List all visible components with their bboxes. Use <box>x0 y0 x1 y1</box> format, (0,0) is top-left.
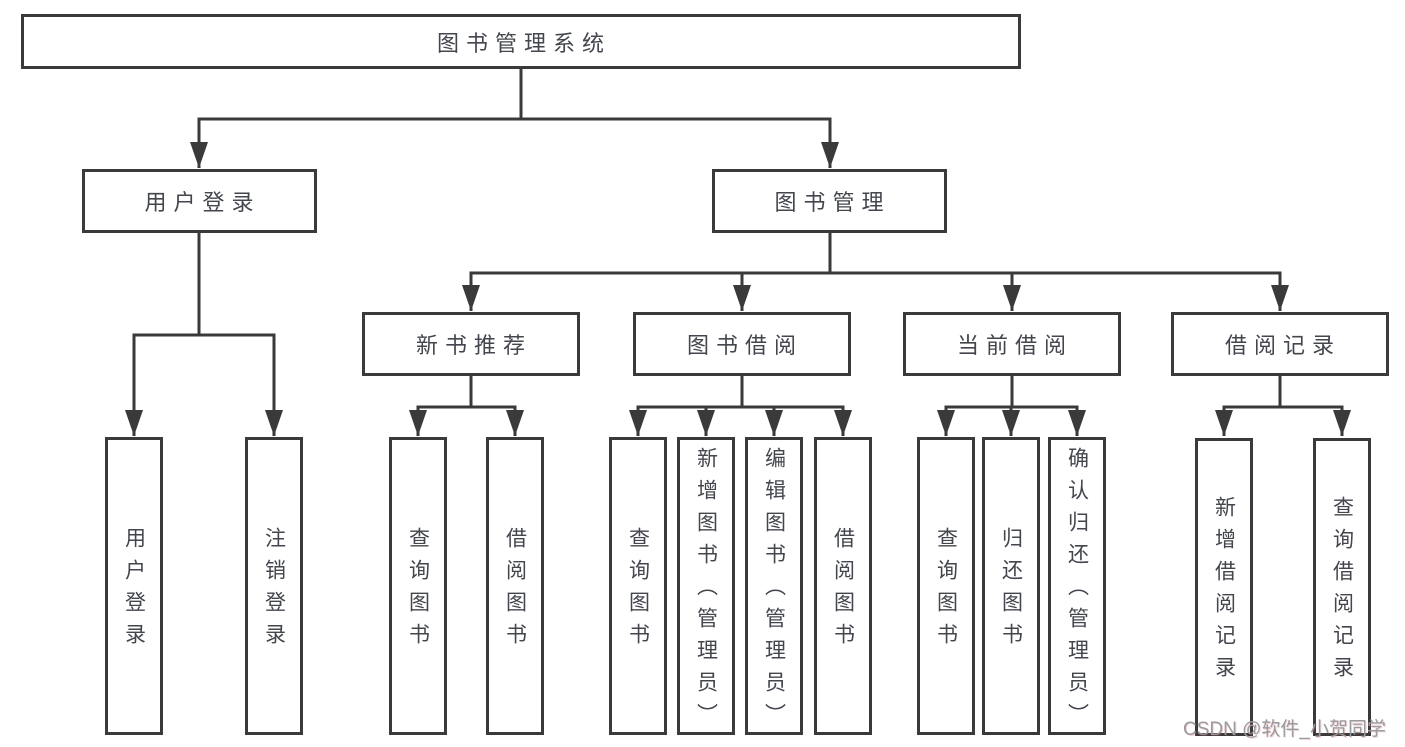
leaf-query-borrow-record: 查询借阅记录 <box>1313 438 1371 736</box>
node-borrowing-records: 借阅记录 <box>1171 312 1389 376</box>
node-book-borrowing-label: 图书借阅 <box>686 333 803 358</box>
node-library-system-label: 图书管理系统 <box>436 30 611 56</box>
node-new-book-recommend-label: 新书推荐 <box>415 333 532 358</box>
leaf-add-books-admin-label: 新增图书（管理员） <box>694 447 718 735</box>
leaf-user-login-label: 用户登录 <box>122 527 146 655</box>
node-library-system: 图书管理系统 <box>21 14 1021 69</box>
leaf-borrow-books-2: 借阅图书 <box>814 437 872 735</box>
csdn-watermark: CSDN @软件_小贺同学 <box>1183 719 1386 740</box>
leaf-query-borrow-record-label: 查询借阅记录 <box>1330 496 1354 688</box>
leaf-user-login: 用户登录 <box>105 437 163 735</box>
leaf-confirm-return-admin-label: 确认归还（管理员） <box>1065 447 1089 735</box>
node-book-borrowing: 图书借阅 <box>633 312 851 376</box>
leaf-confirm-return-admin: 确认归还（管理员） <box>1048 437 1106 735</box>
leaf-add-books-admin: 新增图书（管理员） <box>677 437 735 735</box>
leaf-add-borrow-record-label: 新增借阅记录 <box>1212 496 1236 688</box>
leaf-borrow-books-1-label: 借阅图书 <box>503 527 527 655</box>
leaf-edit-books-admin: 编辑图书（管理员） <box>745 437 803 735</box>
leaf-query-books-2: 查询图书 <box>609 437 667 735</box>
node-user-login: 用户登录 <box>82 169 317 233</box>
leaf-query-books-1: 查询图书 <box>389 437 447 735</box>
leaf-query-books-3: 查询图书 <box>917 437 975 735</box>
leaf-return-books: 归还图书 <box>982 437 1040 735</box>
node-borrowing-records-label: 借阅记录 <box>1224 333 1341 358</box>
node-book-management-label: 图书管理 <box>774 190 891 215</box>
node-current-borrowing-label: 当前借阅 <box>956 333 1073 358</box>
leaf-query-books-2-label: 查询图书 <box>626 527 650 655</box>
node-new-book-recommend: 新书推荐 <box>362 312 580 376</box>
node-current-borrowing: 当前借阅 <box>903 312 1121 376</box>
leaf-edit-books-admin-label: 编辑图书（管理员） <box>762 447 786 735</box>
leaf-borrow-books-2-label: 借阅图书 <box>831 527 855 655</box>
node-user-login-label: 用户登录 <box>144 190 261 215</box>
leaf-query-books-3-label: 查询图书 <box>934 527 958 655</box>
leaf-logout-login-label: 注销登录 <box>262 527 286 655</box>
leaf-borrow-books-1: 借阅图书 <box>486 437 544 735</box>
leaf-query-books-1-label: 查询图书 <box>406 527 430 655</box>
leaf-add-borrow-record: 新增借阅记录 <box>1195 438 1253 736</box>
leaf-return-books-label: 归还图书 <box>999 527 1023 655</box>
leaf-logout-login: 注销登录 <box>245 437 303 735</box>
node-book-management: 图书管理 <box>712 169 947 233</box>
